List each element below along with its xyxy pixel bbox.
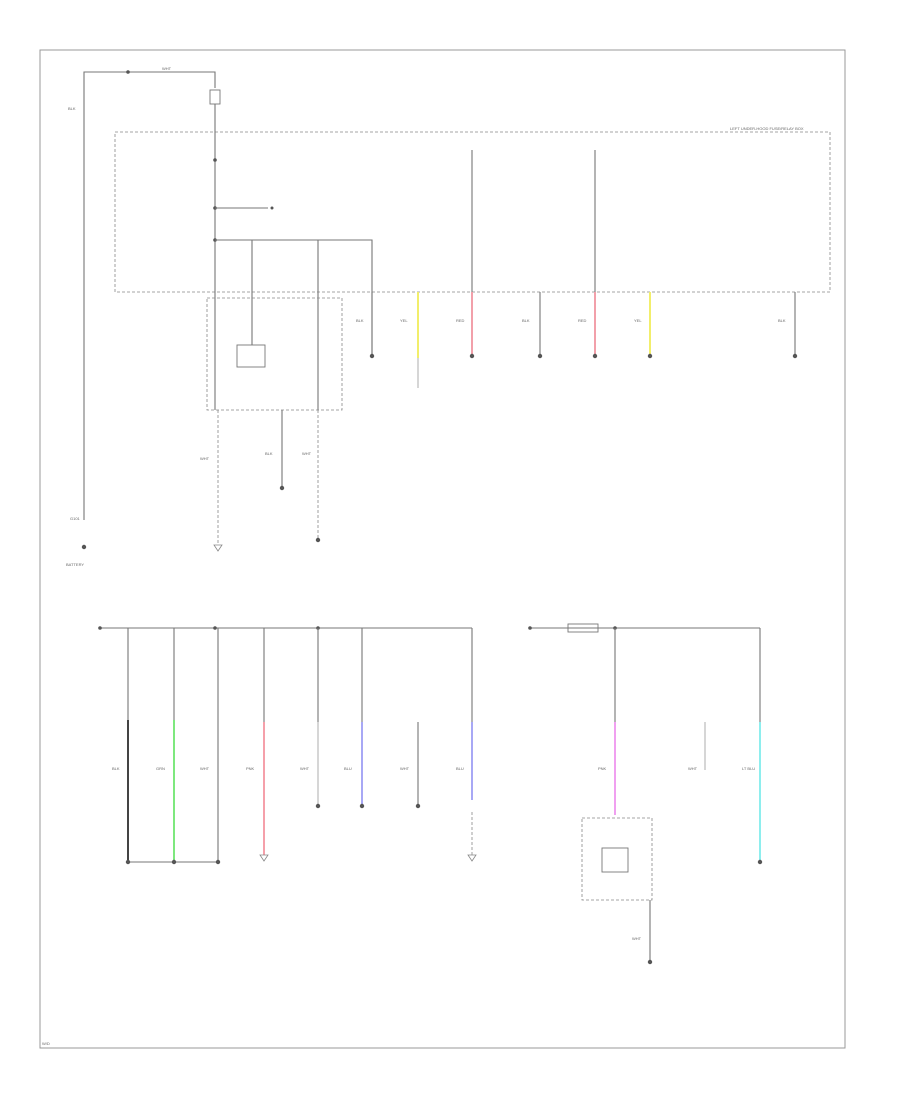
wire-label: WHT: [300, 766, 310, 771]
fuse-icon: [567, 623, 599, 633]
wire-label: RED: [456, 318, 465, 323]
control-unit-icon: [601, 847, 629, 873]
ground-icon: [279, 485, 285, 491]
upper-fuse-box-label: LEFT UNDER-HOOD FUSE/RELAY BOX: [730, 126, 804, 131]
ground-icon: [81, 544, 87, 550]
junction-dot: [213, 626, 217, 630]
ground-icon: [315, 537, 321, 543]
junction-dot: [213, 158, 217, 162]
wire-label: RED: [578, 318, 587, 323]
wire-label: YEL: [400, 318, 408, 323]
wire-label: PNK: [598, 766, 607, 771]
wire-label: LT BLU: [742, 766, 755, 771]
battery-wire-color: BLK: [68, 106, 76, 111]
ground-icon: [315, 803, 321, 809]
ground-icon: [125, 859, 131, 865]
connector-arrow-icon: [467, 854, 477, 862]
battery-feed-wire: [83, 71, 216, 520]
ground-icon: [757, 859, 763, 865]
wire-label: BLU: [456, 766, 464, 771]
wire-label: PNK: [246, 766, 255, 771]
ground-icon: [537, 353, 543, 359]
wire-label: WHT: [688, 766, 698, 771]
control-unit-outline: [581, 817, 653, 901]
ground-icon: [647, 353, 653, 359]
connector-arrow-icon: [213, 544, 223, 552]
wire-label: WHT: [200, 456, 210, 461]
main-fuse-icon: [209, 89, 221, 105]
battery-wire-label: WHT: [162, 66, 172, 71]
relay-module-outline: [206, 297, 343, 411]
ground-icon: [792, 353, 798, 359]
ground-icon: [215, 859, 221, 865]
ground-icon: [592, 353, 598, 359]
battery-label: BATTERY: [66, 562, 84, 567]
battery-switch-icon: [126, 70, 130, 74]
connector-arrow-icon: [259, 854, 269, 862]
wire-label: WHT: [400, 766, 410, 771]
ground-icon: [359, 803, 365, 809]
wire-label: WHT: [302, 451, 312, 456]
wire-label: BLU: [344, 766, 352, 771]
wire-label: BLK: [112, 766, 120, 771]
bus-switch-icon: [98, 626, 102, 630]
ground-icon: [647, 959, 653, 965]
relay-component-icon: [236, 344, 266, 368]
ground-icon: [469, 353, 475, 359]
wire-label: YEL: [634, 318, 642, 323]
wire-label: BLK: [265, 451, 273, 456]
wire-label: BLK: [778, 318, 786, 323]
ground-icon: [171, 859, 177, 865]
wire-label: WHT: [200, 766, 210, 771]
bus-switch-icon: [528, 626, 532, 630]
wire-label: WHT: [632, 936, 642, 941]
page-frame: [39, 49, 846, 1049]
wire-label: BLK: [356, 318, 364, 323]
ground-main-label: G101: [70, 516, 81, 521]
switch-contact-icon: [270, 206, 274, 210]
wire-label: BLK: [522, 318, 530, 323]
ground-icon: [369, 353, 375, 359]
wire-label: GRN: [156, 766, 165, 771]
ground-icon: [415, 803, 421, 809]
footer-code: W/D: [42, 1041, 50, 1046]
